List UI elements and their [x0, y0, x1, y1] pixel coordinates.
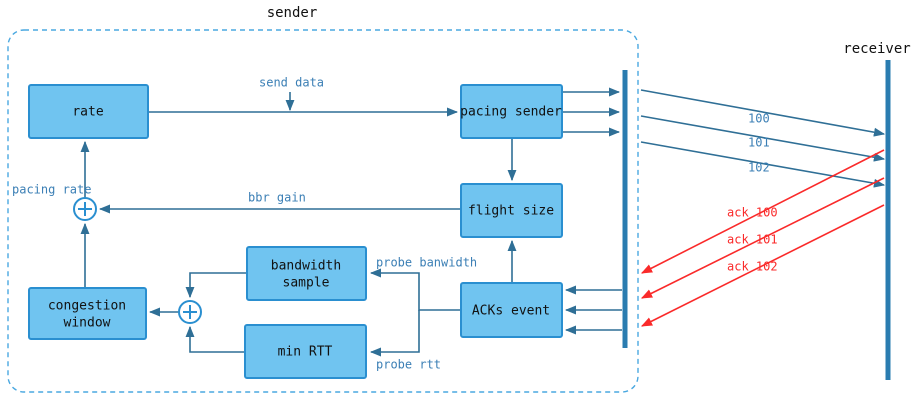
- receiver-title: receiver: [843, 41, 910, 57]
- box-rate[interactable]: rate: [28, 84, 149, 139]
- label-send-data: send data: [259, 76, 324, 90]
- packet-arrow-100: [640, 89, 886, 137]
- edge-bandwidth-sample-to-congestion-sum: [185, 272, 247, 299]
- ack-arrow-100: [641, 149, 885, 274]
- label-bbr-gain: bbr gain: [248, 191, 306, 205]
- packet-arrow-101: [640, 115, 886, 162]
- edge-acks-event-to-min-rtt: [369, 310, 420, 357]
- box-bandwidth-sample[interactable]: bandwidth sample: [246, 246, 367, 301]
- box-min-rtt-rect: [244, 324, 367, 379]
- label-ack-102: ack 102: [727, 260, 778, 274]
- box-acks-event-label: ACKs event: [472, 304, 550, 319]
- sender-title: sender: [267, 5, 318, 21]
- box-congestion-window-rect: [28, 287, 147, 340]
- box-min-rtt[interactable]: min RTT: [244, 324, 367, 379]
- box-bandwidth-sample-label-line1: bandwidth: [271, 259, 341, 274]
- box-pacing-sender[interactable]: pacing sender: [460, 84, 563, 139]
- box-flight-size-rect: [460, 183, 563, 238]
- box-min-rtt-label: min RTT: [278, 345, 333, 360]
- box-flight-size-label: flight size: [468, 204, 554, 219]
- box-bandwidth-sample-label-line2: sample: [283, 276, 330, 291]
- ack-arrow-101: [640, 177, 885, 299]
- label-probe-bandwidth: probe banwidth: [376, 256, 477, 270]
- box-acks-event[interactable]: ACKs event: [460, 282, 563, 338]
- sender-group-border: [7, 29, 639, 393]
- box-pacing-sender-rect: [460, 84, 563, 139]
- box-rate-label: rate: [72, 105, 103, 120]
- box-congestion-window-label-line2: window: [64, 316, 111, 331]
- box-bandwidth-sample-rect: [246, 246, 367, 301]
- label-probe-rtt: probe rtt: [376, 358, 441, 372]
- box-flight-size[interactable]: flight size: [460, 183, 563, 238]
- ack-arrow-102: [640, 204, 885, 327]
- edge-acks-event-to-bandwidth-sample: [369, 268, 461, 311]
- packet-arrow-102: [640, 141, 886, 188]
- box-pacing-sender-label: pacing sender: [460, 105, 562, 120]
- label-ack-100: ack 100: [727, 206, 778, 220]
- box-congestion-window[interactable]: congestion window: [28, 287, 147, 340]
- edge-min-rtt-to-congestion-sum: [185, 325, 245, 353]
- label-packet-102: 102: [748, 161, 770, 175]
- junction-congestion-sum: [178, 300, 202, 324]
- label-packet-100: 100: [748, 112, 770, 126]
- junction-pacing-rate-sum: [73, 197, 97, 221]
- box-acks-event-rect: [460, 282, 563, 338]
- label-pacing-rate: pacing rate: [12, 183, 91, 197]
- label-ack-101: ack 101: [727, 233, 778, 247]
- box-congestion-window-label-line1: congestion: [48, 299, 126, 314]
- box-rate-rect: [28, 84, 149, 139]
- label-packet-101: 101: [748, 136, 770, 150]
